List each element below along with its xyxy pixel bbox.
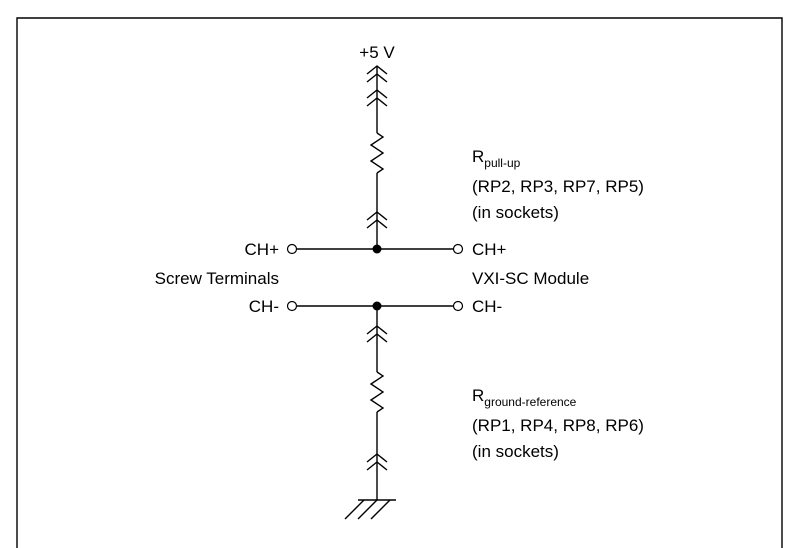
ground-ref-parts: (RP1, RP4, RP8, RP6) (472, 416, 644, 435)
ground-ref-note: (in sockets) (472, 442, 559, 461)
pullup-resistor-icon (369, 132, 385, 174)
pullup-label: Rpull-up (472, 147, 521, 170)
ch-minus-right-terminal (452, 300, 464, 312)
right-ch-minus-label: CH- (472, 297, 502, 316)
ground-socket-icon (366, 453, 388, 471)
ch-minus-left-terminal (286, 300, 298, 312)
pullup-note: (in sockets) (472, 203, 559, 222)
pullup-parts: (RP2, RP3, RP7, RP5) (472, 177, 644, 196)
left-ch-minus-label: CH- (249, 297, 279, 316)
vxi-sc-module-label: VXI-SC Module (472, 269, 589, 288)
ch-plus-node (372, 244, 382, 254)
left-ch-plus-label: CH+ (245, 240, 280, 259)
ground-icon (344, 499, 396, 520)
ch-plus-right-terminal (452, 243, 464, 255)
ground-ref-resistor-icon (369, 371, 385, 413)
ch-plus-left-terminal (286, 243, 298, 255)
ground-ref-socket-icon (366, 325, 388, 343)
supply-label: +5 V (359, 43, 395, 62)
right-ch-plus-label: CH+ (472, 240, 507, 259)
ground-ref-label: Rground-reference (472, 386, 577, 409)
screw-terminals-label: Screw Terminals (155, 269, 279, 288)
diagram-border (16, 17, 783, 548)
